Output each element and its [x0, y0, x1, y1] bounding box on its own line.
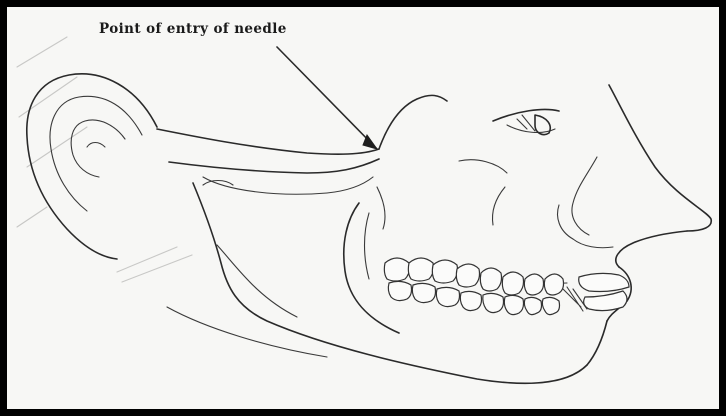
eye-sketch: [493, 109, 559, 134]
skull-lateral-view-illustration: [7, 7, 719, 409]
face-profile: [558, 85, 712, 365]
needle-entry-label: Point of entry of needle: [99, 21, 287, 37]
needle-annotation-arrow: [277, 47, 377, 149]
background-texture: [17, 37, 192, 282]
zygomatic-arch: [157, 95, 447, 194]
ear-outline: [27, 74, 157, 259]
